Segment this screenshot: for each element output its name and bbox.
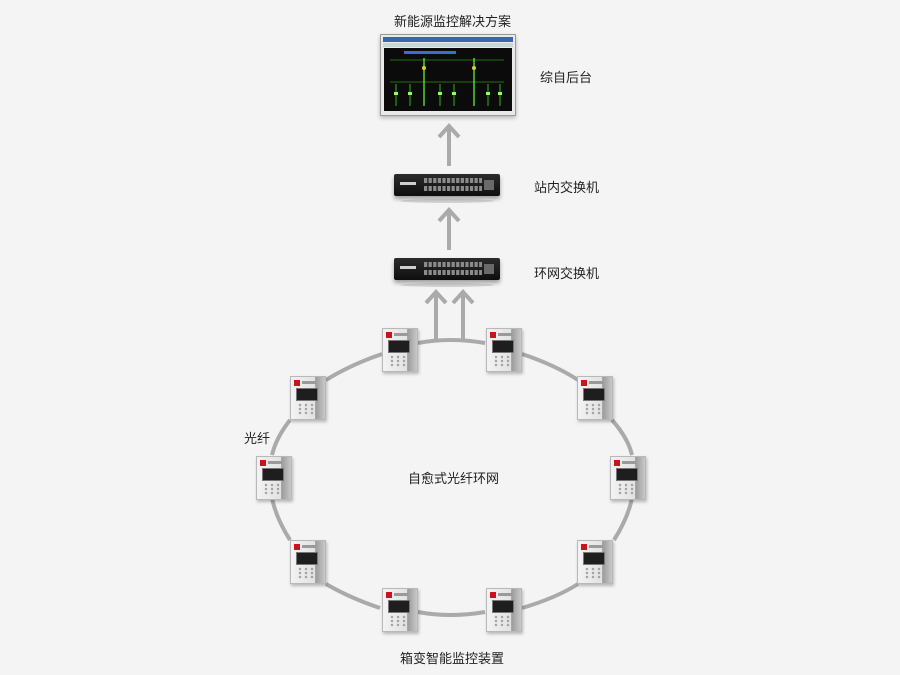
ring-segment-right-upper: [610, 418, 634, 456]
box-transformer-monitor-device: [486, 328, 522, 372]
ring-segment-top-left: [324, 352, 383, 382]
window-menu-bar: [383, 43, 513, 47]
brand-logo: [294, 380, 300, 386]
ring-switch: [394, 258, 500, 287]
device-label: 箱变智能监控装置: [400, 652, 505, 667]
window-title-bar: [383, 37, 513, 42]
station-switch-label: 站内交换机: [534, 181, 600, 196]
brand-logo: [581, 380, 587, 386]
keypad: [389, 355, 407, 367]
fiber-label: 光纤: [244, 432, 271, 447]
keypad: [493, 355, 511, 367]
ring-segment-bottom: [417, 610, 486, 617]
box-transformer-monitor-device: [382, 328, 418, 372]
ring-switch-label: 环网交换机: [534, 267, 600, 282]
model-tag: [302, 381, 316, 384]
box-transformer-monitor-device: [577, 376, 613, 420]
uplink-arrows: [424, 123, 475, 342]
brand-logo: [386, 592, 392, 598]
lcd-display: [492, 340, 514, 353]
arrow-ring-right: [451, 289, 475, 342]
ring-segment-top: [417, 338, 486, 345]
arrow-to-backend: [437, 123, 461, 166]
model-tag: [268, 461, 282, 464]
box-transformer-monitor-device: [290, 540, 326, 584]
diagram-title: 新能源监控解决方案: [394, 15, 512, 30]
brand-logo: [386, 332, 392, 338]
keypad: [493, 615, 511, 627]
arrow-to-station-switch: [437, 207, 461, 250]
model-tag: [302, 545, 316, 548]
ring-segment-bottom-right: [521, 582, 580, 610]
model-tag: [622, 461, 636, 464]
lcd-display: [296, 552, 318, 565]
ring-center-label: 自愈式光纤环网: [408, 472, 500, 487]
switch-logo: [400, 182, 416, 185]
brand-logo: [581, 544, 587, 550]
arrow-ring-left: [424, 289, 448, 342]
box-transformer-monitor-device: [577, 540, 613, 584]
scada-screen: [384, 48, 512, 111]
switch-shadow: [400, 199, 494, 203]
model-tag: [589, 545, 603, 548]
switch-ports: [424, 178, 482, 192]
keypad: [263, 483, 281, 495]
scada-wiring: [390, 51, 504, 106]
backend-label: 综自后台: [540, 71, 593, 86]
lcd-display: [583, 388, 605, 401]
lcd-display: [616, 468, 638, 481]
switch-sfp-port: [484, 180, 494, 190]
box-transformer-monitor-device: [382, 588, 418, 632]
lcd-display: [492, 600, 514, 613]
ring-segment-left-lower: [270, 497, 292, 542]
brand-logo: [614, 460, 620, 466]
brand-logo: [490, 332, 496, 338]
model-tag: [498, 333, 512, 336]
box-transformer-monitor-device: [290, 376, 326, 420]
box-transformer-monitor-device: [256, 456, 292, 500]
lcd-display: [296, 388, 318, 401]
station-switch: [394, 174, 500, 203]
model-tag: [394, 333, 408, 336]
keypad: [297, 567, 315, 579]
switch-shadow: [400, 283, 494, 287]
keypad: [584, 403, 602, 415]
model-tag: [498, 593, 512, 596]
model-tag: [589, 381, 603, 384]
lcd-display: [262, 468, 284, 481]
backend-monitor: [380, 34, 516, 116]
lcd-display: [388, 600, 410, 613]
keypad: [389, 615, 407, 627]
ring-segment-top-right: [521, 352, 580, 382]
keypad: [297, 403, 315, 415]
model-tag: [394, 593, 408, 596]
brand-logo: [260, 460, 266, 466]
ring-segment-bottom-left: [324, 582, 381, 610]
brand-logo: [294, 544, 300, 550]
switch-sfp-port: [484, 264, 494, 274]
box-transformer-monitor-device: [610, 456, 646, 500]
lcd-display: [583, 552, 605, 565]
switch-ports: [424, 262, 482, 276]
keypad: [617, 483, 635, 495]
fiber-ring: [270, 338, 634, 617]
ring-segment-left-upper: [270, 418, 292, 456]
lcd-display: [388, 340, 410, 353]
switch-logo: [400, 266, 416, 269]
brand-logo: [490, 592, 496, 598]
box-transformer-monitor-device: [486, 588, 522, 632]
keypad: [584, 567, 602, 579]
ring-segment-right-lower: [612, 497, 634, 542]
